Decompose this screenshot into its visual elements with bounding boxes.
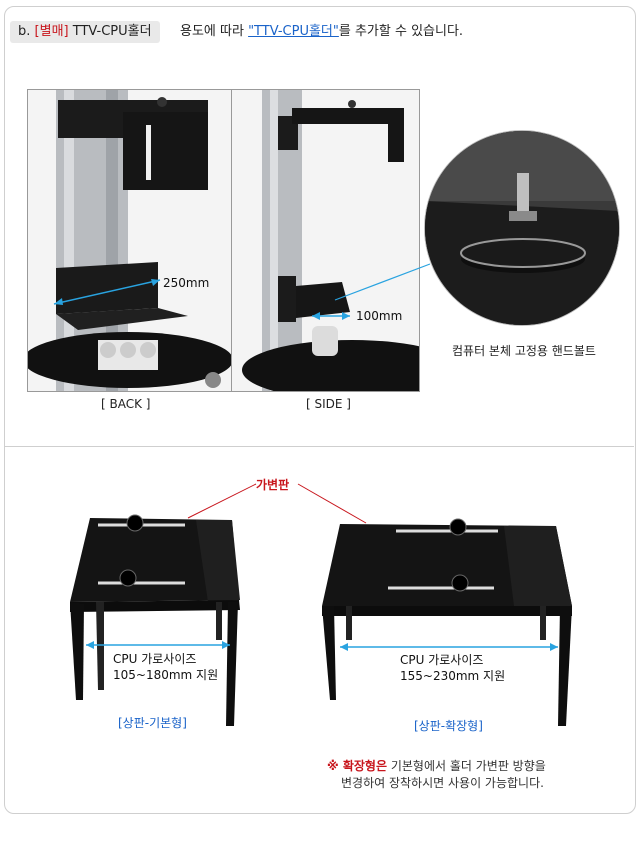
headline-text-before: 용도에 따라 (180, 24, 249, 39)
extended-size-line2: 155~230mm 지원 (400, 669, 506, 683)
usage-note-line1-rest: 기본형에서 홀더 가변판 방향을 (387, 759, 546, 773)
basic-holder-label: [상판-기본형] (118, 716, 187, 730)
usage-note-mark: ※ 확장형은 (327, 759, 388, 773)
bolt-caption: 컴퓨터 본체 고정용 핸드볼트 (452, 344, 596, 358)
side-caption: [ SIDE ] (306, 397, 351, 411)
back-width-measure: 250mm (163, 276, 210, 290)
basic-holder-illustration (70, 514, 240, 726)
tag-product-name: TTV-CPU홀더 (72, 24, 152, 39)
section-divider (5, 446, 634, 447)
back-photo (27, 89, 232, 392)
adjustable-plate-callout: 가변판 (256, 478, 290, 492)
bolt-closeup (424, 130, 620, 326)
extended-size-line1: CPU 가로사이즈 (400, 653, 484, 667)
headline-text-after: 를 추가할 수 있습니다. (338, 24, 464, 39)
extended-holder-illustration (322, 518, 572, 726)
usage-note-line2: 변경하여 장착하시면 사용이 가능합니다. (341, 776, 544, 790)
extended-holder-label: [상판-확장형] (414, 719, 483, 733)
tag-optional-label: [별매] (34, 24, 69, 39)
basic-size-line1: CPU 가로사이즈 (113, 652, 197, 666)
headline-product-link[interactable]: "TTV-CPU홀더" (248, 24, 339, 39)
usage-note-line1: ※ 확장형은 기본형에서 홀더 가변판 방향을 (327, 758, 546, 775)
tag-prefix: b. (18, 24, 31, 39)
basic-size-line2: 105~180mm 지원 (113, 668, 219, 682)
usage-note: ※ 확장형은 기본형에서 홀더 가변판 방향을 변경하여 장착하시면 사용이 가… (327, 758, 546, 792)
headline: 용도에 따라 "TTV-CPU홀더"를 추가할 수 있습니다. (180, 21, 463, 43)
back-caption: [ BACK ] (101, 397, 151, 411)
side-depth-measure: 100mm (356, 309, 403, 323)
product-tag: b. [별매] TTV-CPU홀더 (10, 21, 160, 43)
side-photo (231, 89, 420, 392)
